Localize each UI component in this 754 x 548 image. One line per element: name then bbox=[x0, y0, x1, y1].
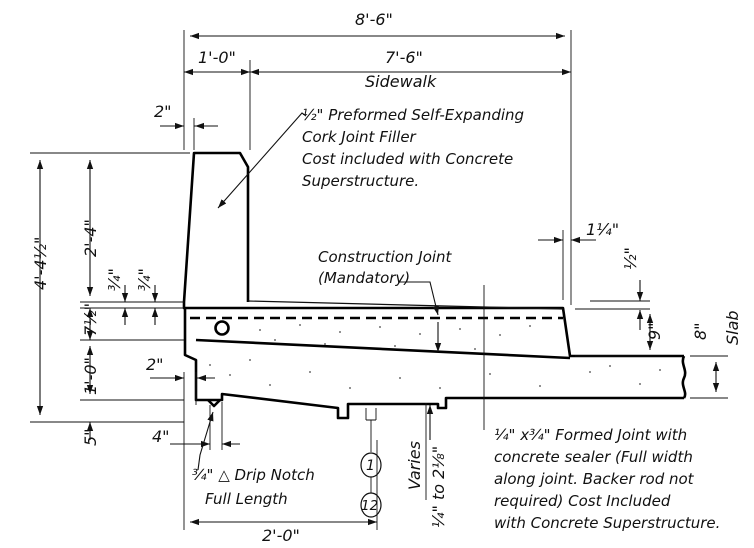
left-dimensions bbox=[30, 152, 378, 530]
dim-notch-offset: 4" bbox=[152, 427, 170, 446]
note-drip-notch-line1: ¾" △ Drip Notch bbox=[192, 466, 315, 484]
right-dimensions bbox=[425, 230, 728, 500]
dim-slab-thickness: 8" bbox=[691, 322, 710, 340]
dim-curb-height: 1'-0" bbox=[81, 357, 100, 395]
drip-notch bbox=[207, 399, 221, 408]
formed-joint-lines bbox=[365, 408, 377, 421]
note-construction-joint-line2: (Mandatory) bbox=[318, 269, 410, 287]
note-formed-joint-line2: concrete sealer (Full width bbox=[494, 448, 693, 466]
note-cork-filler-line2: Cork Joint Filler bbox=[302, 128, 417, 146]
dim-three-quarter-left: ¾" bbox=[105, 268, 124, 291]
label-varies: Varies bbox=[405, 441, 424, 490]
dim-parapet-width: 1'-0" bbox=[198, 48, 236, 67]
dim-varies-range: ¼" to 2⅛" bbox=[429, 446, 448, 528]
note-construction-joint-line1: Construction Joint bbox=[318, 248, 453, 266]
top-dimensions bbox=[160, 30, 572, 305]
drip-notch-note: ¾" △ Drip Notch Full Length bbox=[192, 411, 315, 508]
cork-filler-note: ½" Preformed Self-Expanding Cork Joint F… bbox=[217, 106, 524, 209]
label-slab: Slab bbox=[723, 310, 742, 345]
note-cork-filler-line4: Superstructure. bbox=[302, 172, 419, 190]
sidewalk-top-slope bbox=[247, 300, 564, 310]
dim-sidewalk-depth: 7½" bbox=[81, 303, 100, 336]
parapet-outline bbox=[182, 151, 250, 303]
note-cork-filler-line3: Cost included with Concrete bbox=[302, 150, 513, 168]
drain-pipe bbox=[214, 320, 230, 336]
concrete-stipple bbox=[209, 324, 661, 389]
dim-sidewalk-width: 7'-6" bbox=[385, 48, 423, 67]
dim-joint-width: 2" bbox=[154, 102, 172, 121]
dim-three-quarter-right: ¾" bbox=[135, 268, 154, 291]
curb-slab-joint bbox=[195, 338, 571, 360]
note-formed-joint-line3: along joint. Backer rod not bbox=[494, 470, 695, 488]
dim-slope-drop: ½" bbox=[621, 247, 640, 270]
note-formed-joint-line4: required) Cost Included bbox=[494, 492, 671, 510]
dim-sidewalk-edge-offset: 1¼" bbox=[586, 220, 619, 239]
slab-break bbox=[681, 355, 687, 399]
bar-mark-top: 1 bbox=[366, 458, 375, 474]
note-cork-filler-line1: ½" Preformed Self-Expanding bbox=[302, 106, 524, 124]
dim-sidewalk-edge-height: 9" bbox=[645, 322, 664, 340]
construction-joint-note: Construction Joint (Mandatory) bbox=[318, 248, 453, 352]
dim-base-width: 2'-0" bbox=[262, 526, 300, 545]
sidewalk-outline bbox=[182, 302, 684, 420]
dim-overall-width: 8'-6" bbox=[355, 10, 393, 29]
dim-overall-height: 4'-4½" bbox=[31, 237, 50, 290]
label-sidewalk: Sidewalk bbox=[365, 72, 437, 91]
note-formed-joint-line5: with Concrete Superstructure. bbox=[494, 514, 720, 532]
note-formed-joint-line1: ¼" x¾" Formed Joint with bbox=[494, 426, 687, 444]
dim-bottom-offset: 5" bbox=[81, 428, 100, 446]
bar-mark-callouts: 1 12 bbox=[360, 420, 382, 518]
dim-curb-offset: 2" bbox=[146, 355, 164, 374]
formed-joint-note: ¼" x¾" Formed Joint with concrete sealer… bbox=[494, 426, 720, 532]
note-drip-notch-line2: Full Length bbox=[205, 490, 288, 508]
dim-parapet-height: 2'-4" bbox=[81, 219, 100, 257]
bar-mark-bottom: 12 bbox=[361, 498, 378, 514]
